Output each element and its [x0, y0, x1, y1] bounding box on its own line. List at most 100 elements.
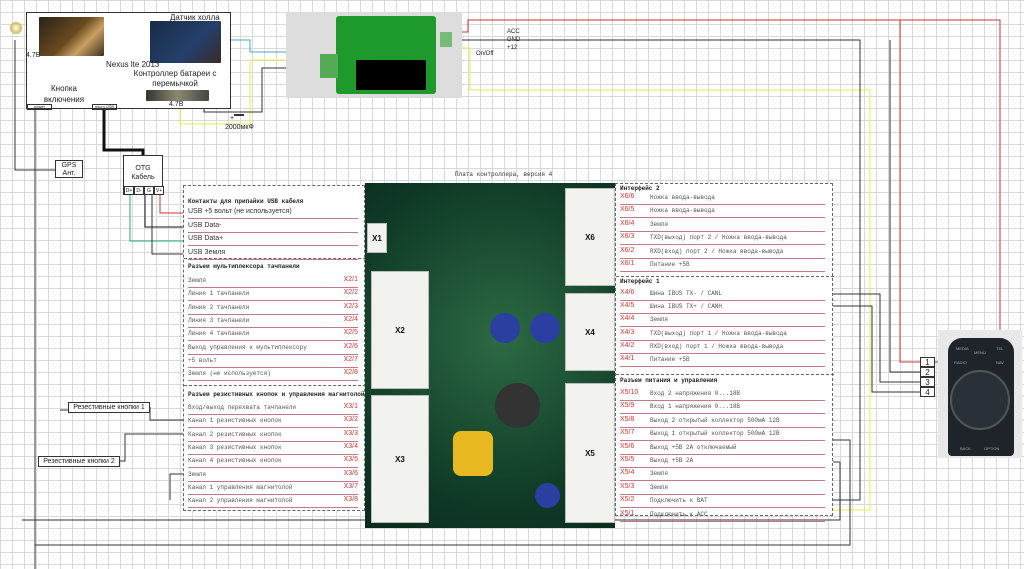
pin-code: X4/2: [620, 341, 635, 349]
section-divider: [184, 258, 366, 259]
pin-code: X3/3: [343, 429, 358, 437]
pin-description: Выход +5В 2А: [650, 457, 694, 464]
pin-code: X4/6: [620, 289, 635, 296]
pin-code: X2/4: [343, 315, 358, 323]
micro-usb-tab: micro USB: [92, 104, 117, 110]
pin-code: X5/5: [620, 456, 635, 463]
pin-description: USB Data+: [188, 235, 224, 242]
pin-description: Подключить к BAT: [650, 497, 708, 505]
battery-controller-photo: [146, 90, 209, 101]
gnd-label: GND: [507, 37, 521, 43]
pin-row: X5/4 Земля: [620, 468, 825, 482]
pin-code: X4/1: [620, 355, 635, 362]
connector-x6: X6: [565, 188, 615, 286]
pin-description: USB Земля: [188, 248, 226, 256]
pin-description: Вход 2 напряжения 0...18В: [650, 390, 741, 397]
pin-code: X6/4: [620, 219, 635, 227]
connector-x2: X2: [371, 271, 429, 389]
otg-label: OTG Кабель: [131, 165, 155, 181]
section-header-res: Разъем резистивных кнопок и управления м…: [188, 391, 365, 398]
controller-button-tel: TEL: [996, 346, 1004, 351]
capacitor-icon: [234, 114, 244, 116]
pin-code: X3/2: [343, 416, 358, 424]
pin-code: X2/8: [343, 369, 358, 377]
pin-description: Ножка ввода-вывода: [650, 194, 715, 201]
controller-board-photo: X1 X2 X3 X4 X5 X6: [365, 183, 615, 528]
section-header-if1: Интерфейс 1: [620, 278, 660, 285]
pin-row: USB Data-: [188, 220, 358, 233]
gps-antenna: GPS Ант.: [55, 160, 83, 178]
connector-x1: X1: [367, 223, 387, 253]
otg-pin-dminus: D-: [134, 186, 144, 195]
pin-code: X6/1: [620, 260, 635, 267]
pin-row: Земля (не используется) X2/8: [188, 368, 358, 382]
pin-code: X3/8: [343, 496, 358, 504]
capacitor-icon: [530, 313, 560, 343]
pin-description: Земля (не используется): [188, 370, 271, 378]
otg-pin-dplus: D+: [124, 186, 134, 195]
section-header-pwr: Разъем питания и управления: [620, 377, 718, 384]
pin-code: X3/4: [343, 442, 358, 450]
board-title: Плата контроллера, версия 4: [455, 171, 553, 178]
pin-description: Земля: [650, 316, 669, 324]
pin-description: Канал 4 резистивных кнопок: [188, 457, 282, 465]
pin-code: X5/8: [620, 415, 635, 423]
power-button-label: Кнопка включения: [43, 84, 85, 104]
resistive-buttons-1: Резестивные кнопки 1: [68, 402, 150, 413]
pin-description: Земля: [650, 220, 669, 228]
section-divider: [616, 276, 834, 277]
pin-row: X6/4 Земля: [620, 219, 825, 232]
pin-code: X3/7: [343, 482, 358, 490]
hall-sensor-label: Датчик холла: [170, 13, 220, 22]
pin-code: X2/6: [343, 342, 358, 350]
on-off-switch: On/Off: [476, 51, 494, 57]
pin-description: Канал 2 управления магнитолой: [188, 497, 293, 505]
pin-code: X5/4: [620, 469, 635, 477]
pin-code: X4/5: [620, 302, 635, 310]
controller-pin-4: 4: [920, 387, 935, 397]
otg-pin-ground: G: [144, 186, 154, 195]
pin-code: X2/5: [343, 329, 358, 337]
section-header-if2: Интерфейс 2: [620, 185, 660, 192]
pin-code: X3/6: [343, 469, 358, 477]
section-divider: [184, 385, 366, 386]
resistive-buttons-2: Резестивные кнопки 2: [38, 456, 120, 467]
pin-code: X6/6: [620, 193, 635, 200]
pin-description: RXD(вход) порт 1 / Ножка ввода-вывода: [650, 342, 784, 350]
capacitor-icon: [535, 483, 560, 508]
pin-row: USB Data+: [188, 233, 358, 246]
section-header-mux: Разъем мультиплексора тачпанели: [188, 263, 300, 270]
pin-code: X3/1: [343, 403, 358, 410]
controller-button-media: MEDIA: [956, 346, 969, 351]
pin-code: X4/3: [620, 328, 635, 336]
pin-description: Питание +5В: [650, 261, 690, 268]
pin-description: Земля: [650, 470, 669, 478]
pin-row: X4/6 Шина IBUS TX- / CANL: [620, 288, 825, 301]
fuse-icon: [453, 431, 493, 476]
controller-button-nav: NAV: [996, 360, 1004, 365]
pin-description: Линия 3 тачпанели: [188, 316, 250, 324]
pin-description: Шина IBUS TX- / CANL: [650, 290, 723, 297]
connector-x3: X3: [371, 395, 429, 523]
pin-description: Выход 1 открытый коллектор 500мА 12В: [650, 430, 780, 438]
controller-button-menu: MENU: [974, 350, 986, 355]
pin-description: USB +5 вольт (не используется): [188, 208, 292, 215]
pin-row: X4/2 RXD(вход) порт 1 / Ножка ввода-вывод…: [620, 341, 825, 354]
pin-row: USB Земля: [188, 247, 358, 260]
section-divider: [616, 374, 834, 375]
battery-voltage: 4.7В: [169, 101, 184, 108]
